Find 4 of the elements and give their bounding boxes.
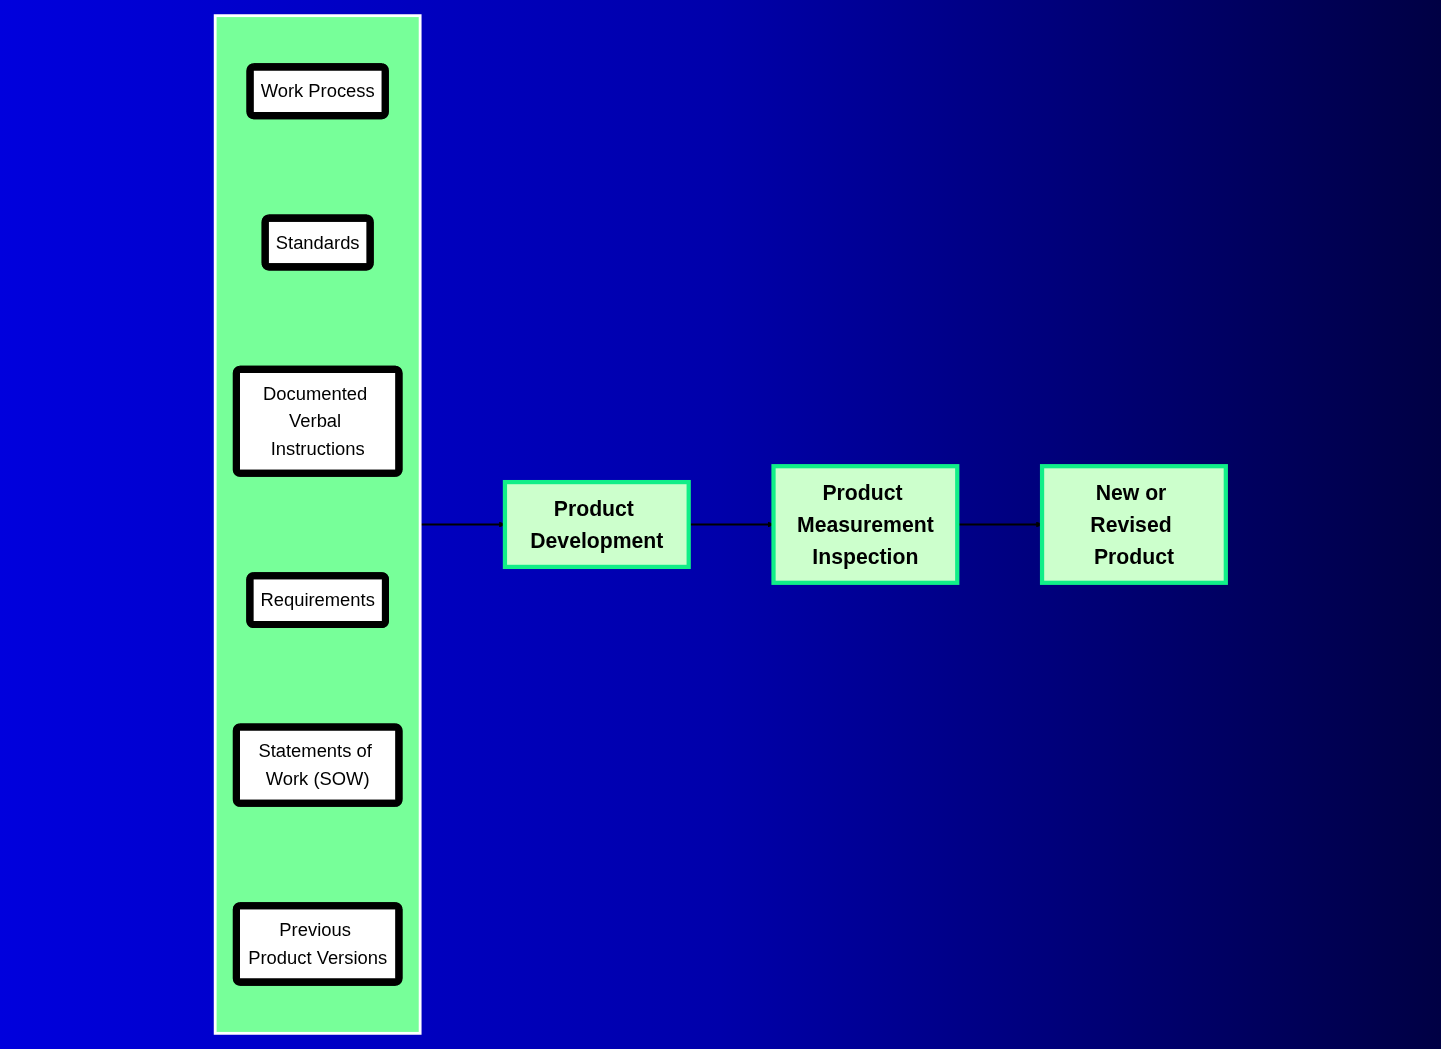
cluster (213, 14, 422, 1035)
node-box: Product Development (502, 480, 691, 569)
node-box: Product Measurement Inspection (771, 464, 960, 585)
node-box: New or Revised Product (1039, 464, 1228, 585)
